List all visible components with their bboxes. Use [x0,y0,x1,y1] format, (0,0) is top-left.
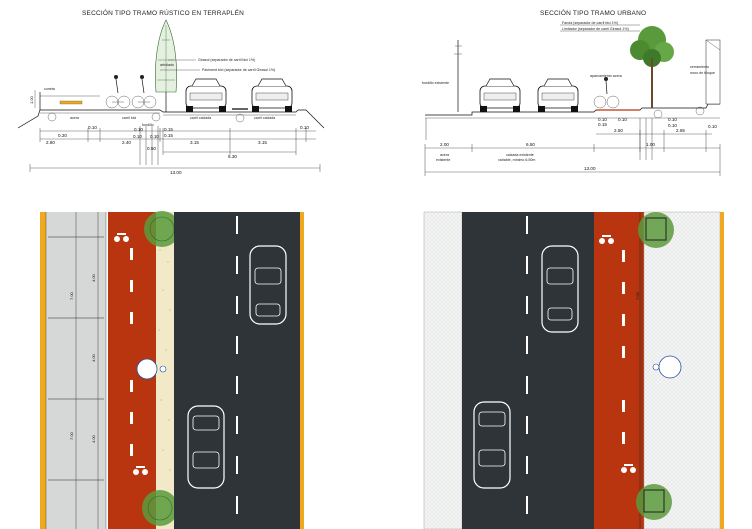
tree-icon [142,490,178,526]
car-icon [537,78,579,112]
left-dim-sub: 0.50 [147,146,156,151]
right-cross-section: Farola (separador de carril bici 1%) Lim… [422,21,721,176]
right-plan-view: 7.00 [423,211,724,529]
right-note-1: Farola (separador de carril bici 1%) [562,21,618,25]
right-dim-3: 0.15 [598,122,607,127]
right-note-2: Limitador (separador de carril Girasol 1… [562,27,629,31]
left-dim-mid-3: 0.10 [150,134,159,139]
right-dim-7: 0.10 [708,124,717,129]
cyclist-icon [131,75,157,109]
left-dim-5: 0.15 [164,133,173,138]
left-dim-8: 0.10 [300,125,309,130]
left-dim-mid-4: 0.15 [164,127,173,132]
cyclist-icon [593,77,620,109]
car-icon [187,405,225,489]
left-label-carril-calzada-2: carril calzada [254,116,275,120]
left-plan-dim-4: 7.00 [69,431,74,440]
right-dim-mid-1: 0.10 [618,117,627,122]
right-dim-5: 1.00 [646,142,655,147]
bollard-icon [658,355,682,379]
left-note-3: arbolado [160,63,174,67]
bike-symbol-icon [599,235,614,244]
left-cross-section: 1.00 [17,19,325,175]
left-note-2: Paviment.bici (separador de carril Giras… [202,68,275,72]
left-dim-3: 0.10 [88,125,97,130]
bike-symbol-icon [621,464,636,473]
left-dim-7: 3.15 [258,140,267,145]
right-label-calzada-1: calzada existente [506,153,534,157]
left-dim-6: 3.15 [190,140,199,145]
right-dim-4: 2.50 [614,128,623,133]
left-plan-dim-1: 7.00 [69,291,74,300]
right-dim-mid-3: 0.10 [668,117,677,122]
left-note-4: cuneta [44,87,55,91]
car-icon [249,245,287,325]
cyclist-icon [105,75,131,109]
car-icon [479,78,521,112]
left-label-acera: acera [70,116,79,120]
left-plan-dim-3: 4.00 [91,353,96,362]
right-note-6: muro de bloque [690,71,715,75]
left-section-title: SECCIÓN TIPO TRAMO RÚSTICO EN TERRAPLÉN [82,8,244,17]
tree-grate-icon [636,484,672,520]
tree-icon [630,26,674,108]
right-dim-mid-4: 0.10 [668,123,677,128]
right-dim-6: 2.65 [676,128,685,133]
left-dim-2: 2.80 [46,140,55,145]
tree-grate-icon [638,212,674,248]
left-label-carril-calzada-1: carril calzada [190,116,211,120]
left-dim-total: 13.00 [170,170,182,175]
car-icon [473,401,511,489]
left-note-1: Girasol (separador de carril bici 1%) [198,58,255,62]
right-label-calzada-2: variable, mínimo 6.50m [498,158,535,162]
left-label-carril-bici: carril bici [122,116,136,120]
right-section-title: SECCIÓN TIPO TRAMO URBANO [540,8,646,17]
left-plan-dim-5: 4.00 [91,434,96,443]
left-dim-roadway: 6.30 [228,154,237,159]
left-dim-mid-2: 0.10 [133,134,142,139]
right-note-4: bordillo existente [422,81,449,85]
left-dim-1: 0.20 [58,133,67,138]
car-icon [251,78,293,112]
right-dim-1: 2.00 [440,142,449,147]
right-note-5: cerramiento [690,65,709,69]
left-label-bordillo: bordillo [142,123,154,127]
bike-symbol-icon [133,466,148,475]
tree-icon [155,19,177,112]
bike-symbol-icon [114,233,129,242]
right-plan-dim-1: 7.00 [635,291,640,300]
car-icon [185,78,227,112]
right-label-acera-2: existente [436,158,450,162]
left-plan-dim-2: 4.00 [91,273,96,282]
right-note-3: aparcamiento acera [590,74,622,78]
left-dim-4: 2.40 [122,140,131,145]
right-dim-total: 13.00 [584,166,596,171]
left-dim-mid-1: 0.10 [134,127,143,132]
right-dim-2: 6.50 [526,142,535,147]
left-height-label: 1.00 [29,95,34,104]
bollard-icon [136,358,158,380]
car-icon [541,245,579,333]
left-plan-view: 7.00 4.00 4.00 7.00 4.00 [40,211,304,529]
street-light-icon [454,40,462,112]
right-label-acera-1: acera [440,153,449,157]
right-dim-mid-2: 0.10 [598,117,607,122]
